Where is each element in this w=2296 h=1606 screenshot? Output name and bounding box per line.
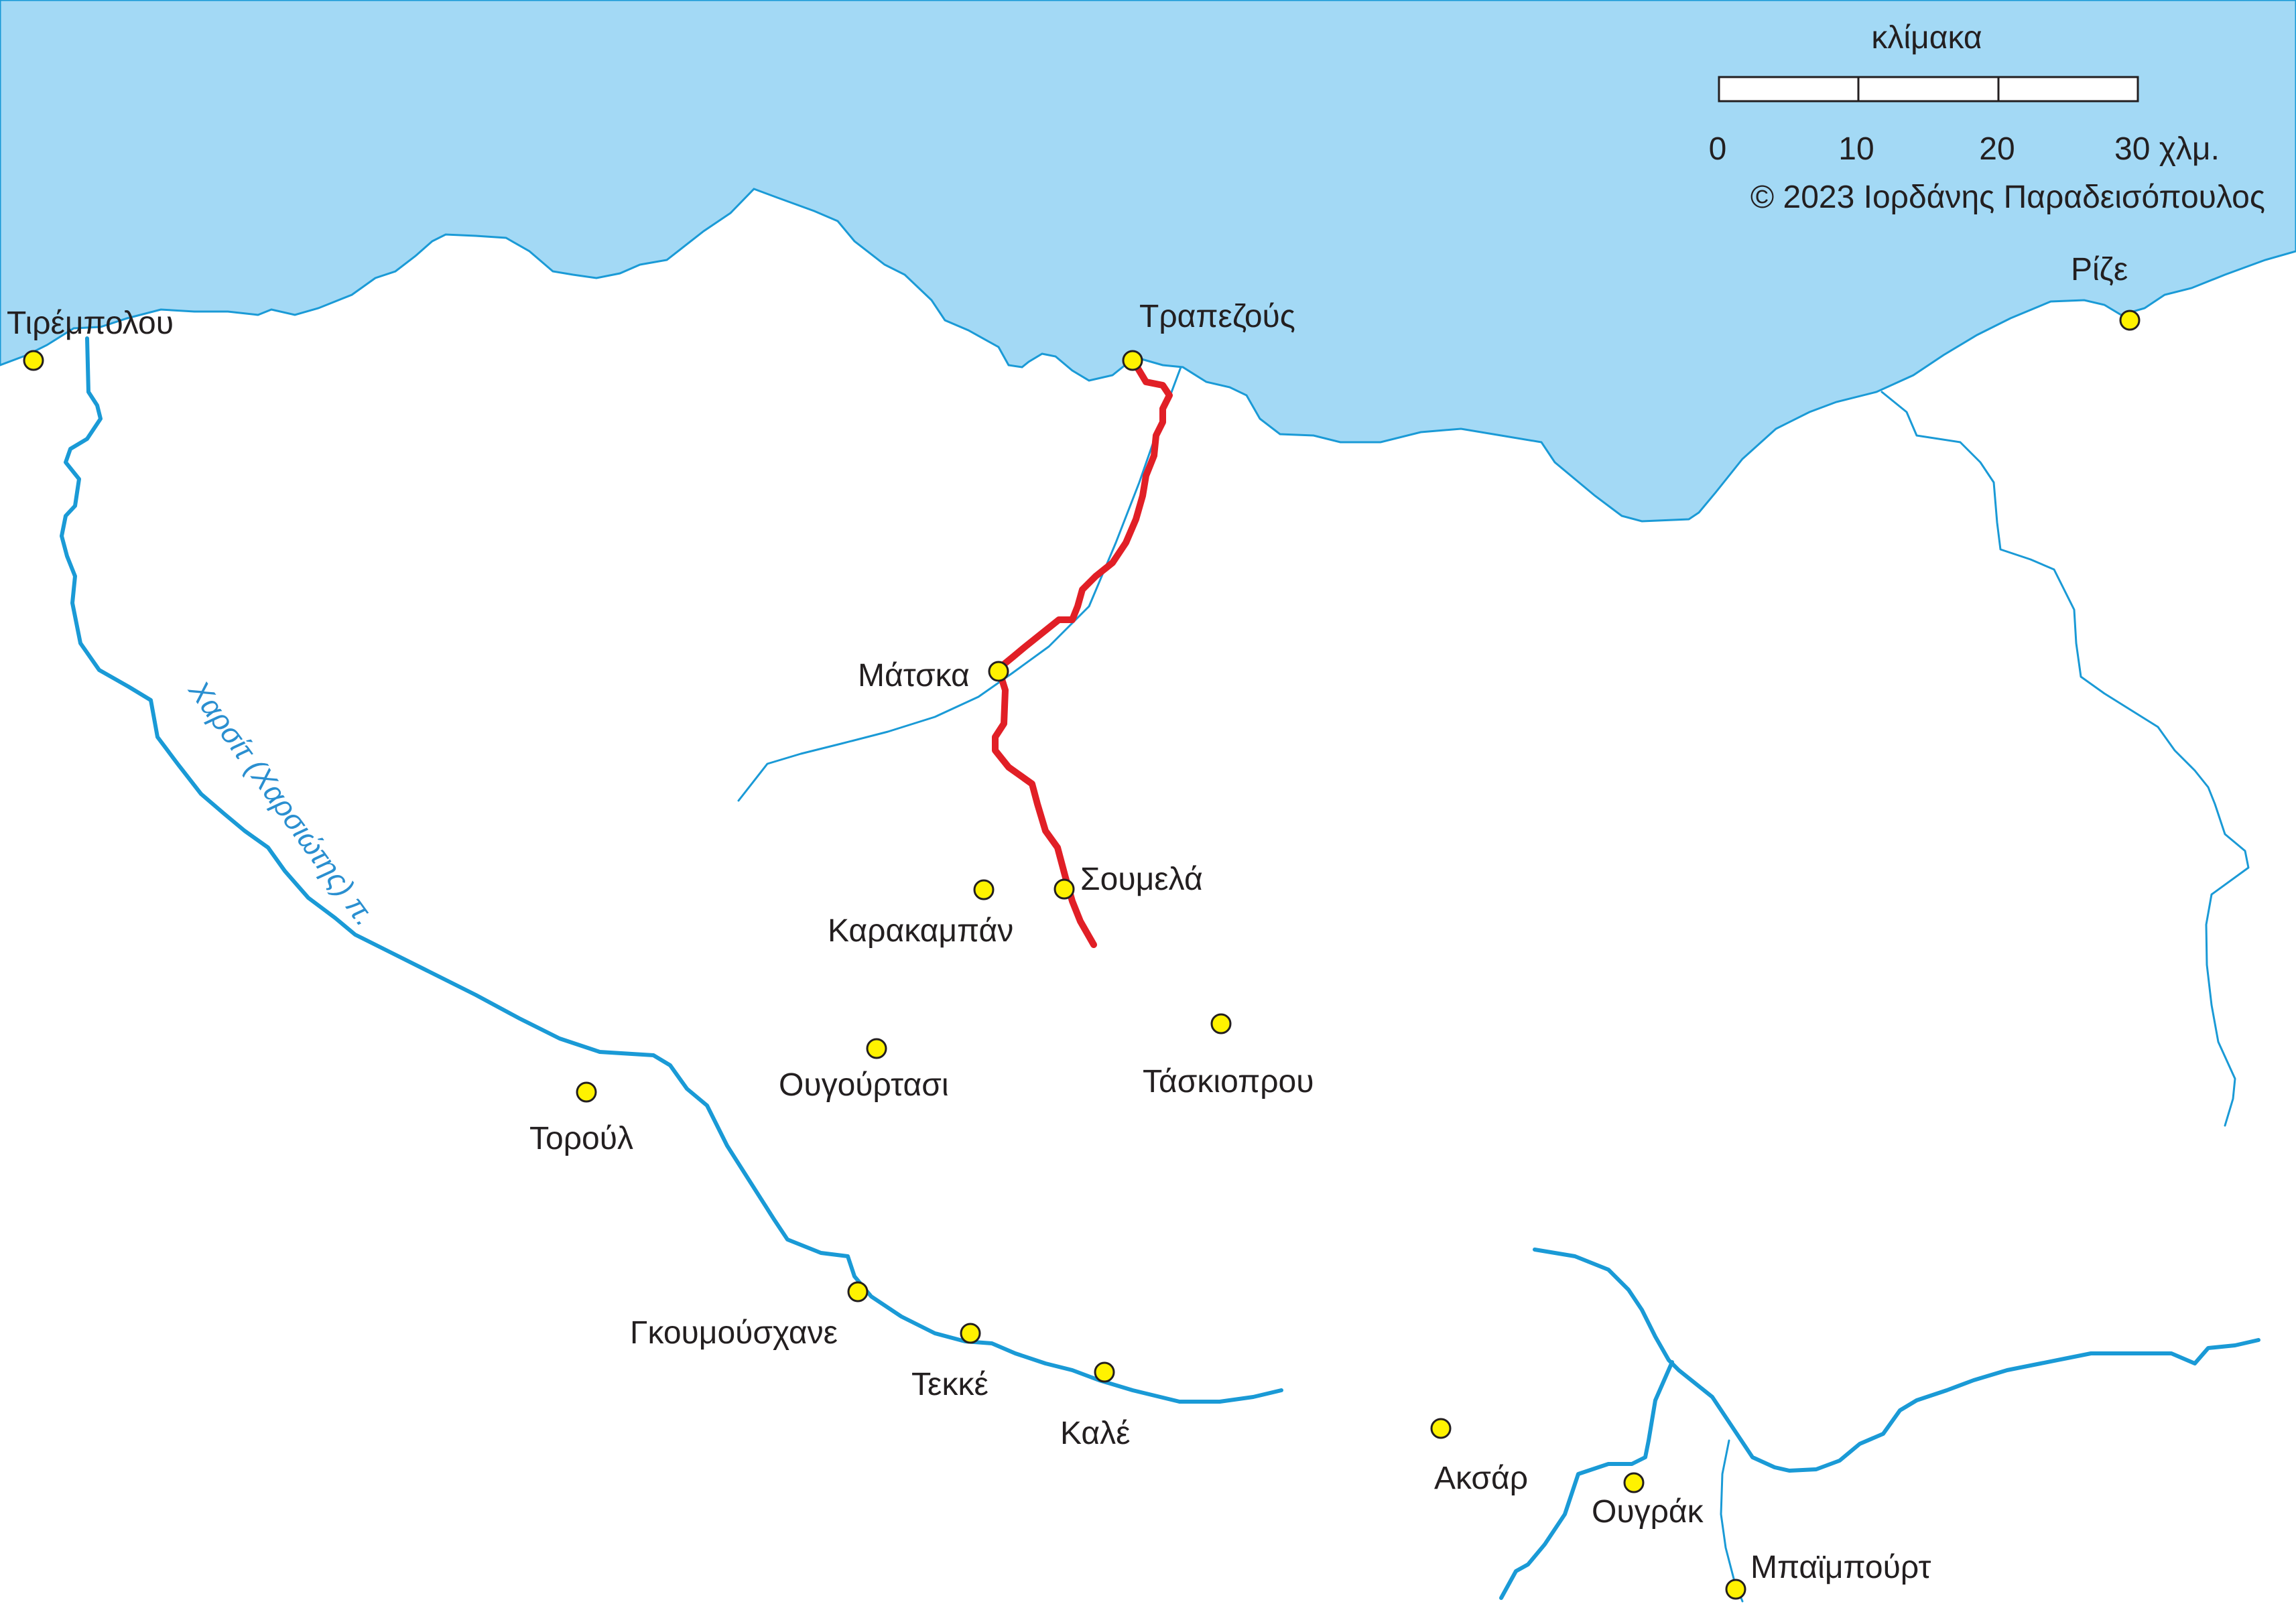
- place-matska[interactable]: Μάτσκα: [858, 658, 1009, 693]
- place-marker: [1122, 350, 1143, 371]
- place-marker: [988, 661, 1009, 682]
- eastern-river: [1880, 391, 2250, 1127]
- place-marker: [1725, 1579, 1746, 1600]
- place-marker: [1094, 1361, 1115, 1383]
- scale-label-30: 30 χλμ.: [2114, 131, 2220, 167]
- copyright: © 2023 Ιορδάνης Παραδεισόπουλος: [1750, 180, 2265, 215]
- scale-label-10: 10: [1838, 131, 1874, 167]
- place-label: Ουγούρτασι: [779, 1067, 948, 1103]
- place-marker: [23, 350, 44, 371]
- place-label: Μάτσκα: [858, 658, 970, 693]
- scale-label-20: 20: [1979, 131, 2015, 167]
- place-taskioprou[interactable]: Τάσκιοπρου: [1143, 1013, 1314, 1099]
- place-ougrak[interactable]: Ουγράκ: [1592, 1472, 1704, 1530]
- scale-bar: κλίμακα 0 10 20 30 χλμ. © 2023 Ιορδάνης …: [1709, 20, 2265, 215]
- place-trapezous[interactable]: Τραπεζούς: [1122, 299, 1295, 371]
- place-rize[interactable]: Ρίζε: [2071, 252, 2141, 331]
- aksar-river: [1499, 1360, 1674, 1600]
- places: Τιρέμπολου Τραπεζούς Ρίζε Μάτσκα Σουμελά…: [7, 252, 2141, 1600]
- place-marker: [973, 879, 995, 900]
- place-marker: [1210, 1013, 1232, 1034]
- place-marker: [1623, 1472, 1645, 1493]
- scale-box: [1718, 76, 2139, 103]
- place-label: Καρακαμπάν: [828, 913, 1013, 949]
- place-marker: [866, 1038, 887, 1059]
- place-soumela[interactable]: Σουμελά: [1054, 862, 1203, 900]
- place-label: Ακσάρ: [1434, 1461, 1528, 1496]
- place-marker: [1054, 878, 1075, 900]
- place-label: Ρίζε: [2071, 252, 2128, 287]
- place-marker: [2119, 310, 2141, 331]
- place-marker: [960, 1323, 981, 1344]
- place-marker: [576, 1081, 597, 1103]
- place-karakampan[interactable]: Καρακαμπάν: [828, 879, 1013, 949]
- place-label: Τιρέμπολου: [7, 306, 174, 341]
- black-sea: [0, 0, 2296, 523]
- pyxitis-river: [737, 366, 1182, 802]
- place-toroul[interactable]: Τορούλ: [529, 1081, 633, 1156]
- route-to-soumela: [992, 358, 1173, 948]
- place-label: Μπαϊμπούρτ: [1750, 1550, 1931, 1585]
- scale-title: κλίμακα: [1871, 20, 1982, 56]
- place-mpaimpourt[interactable]: Μπαϊμπούρτ: [1725, 1550, 1931, 1600]
- coruh-river: [1533, 1248, 2260, 1473]
- place-label: Ουγράκ: [1592, 1494, 1704, 1530]
- place-ougourtasi[interactable]: Ουγούρτασι: [779, 1038, 948, 1103]
- place-label: Γκουμούσχανε: [630, 1315, 838, 1351]
- place-kale[interactable]: Καλέ: [1060, 1361, 1131, 1451]
- place-label: Καλέ: [1060, 1416, 1131, 1451]
- scale-label-0: 0: [1709, 131, 1727, 167]
- place-label: Τραπεζούς: [1139, 299, 1295, 334]
- place-tirempolou[interactable]: Τιρέμπολου: [7, 306, 174, 371]
- place-label: Τεκκέ: [911, 1367, 988, 1402]
- place-gkoumouschane[interactable]: Γκουμούσχανε: [630, 1281, 869, 1351]
- place-label: Τορούλ: [529, 1121, 633, 1156]
- place-label: Σουμελά: [1080, 862, 1203, 897]
- place-marker: [847, 1281, 869, 1302]
- place-marker: [1430, 1418, 1452, 1439]
- place-label: Τάσκιοπρου: [1143, 1064, 1314, 1099]
- place-aksar[interactable]: Ακσάρ: [1430, 1418, 1528, 1496]
- place-tekke[interactable]: Τεκκέ: [911, 1323, 988, 1402]
